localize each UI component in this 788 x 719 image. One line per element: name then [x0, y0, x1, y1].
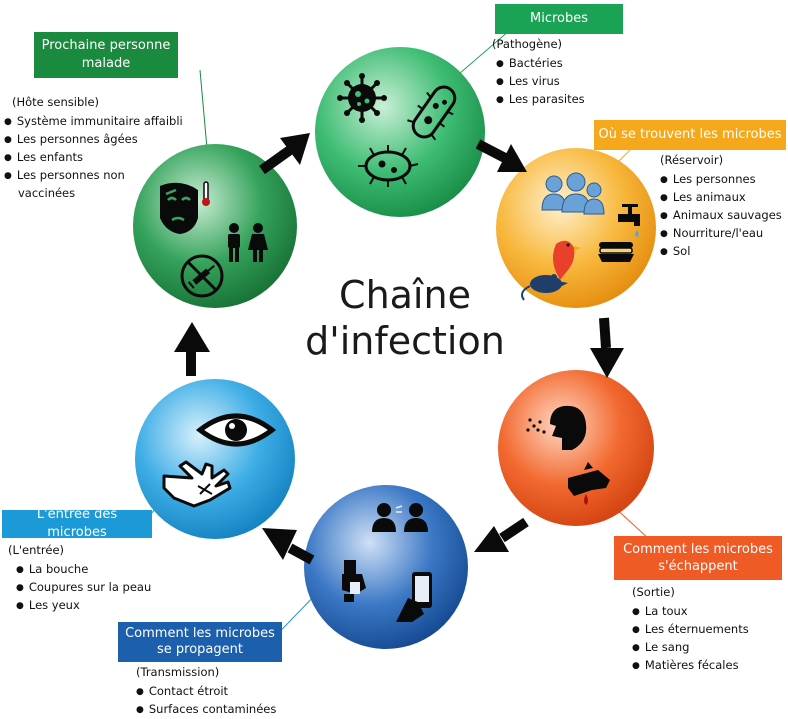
- microbes-item: Les virus: [496, 73, 585, 91]
- bacteria-icon: [407, 85, 457, 141]
- transmission-details: (Transmission) Contact étroit Surfaces c…: [136, 664, 276, 719]
- no-vaccine-icon: [180, 254, 224, 298]
- sortie-label: Comment les microbes s'échappent: [614, 536, 782, 580]
- arrow-reservoir-to-sortie: [590, 317, 624, 378]
- sortie-item: Les éternuements: [632, 621, 749, 639]
- sortie-item: Le sang: [632, 639, 749, 657]
- entree-item: Coupures sur la peau: [16, 579, 151, 597]
- arrow-microbes-to-reservoir: [475, 139, 527, 172]
- sortie-item: La toux: [632, 603, 749, 621]
- arrow-transmission-to-entree: [262, 528, 315, 565]
- two-people-talking-icon: [372, 503, 428, 532]
- microbes-subtitle: (Pathogène): [492, 37, 563, 51]
- transmission-label: Comment les microbes se propagent: [118, 622, 282, 662]
- people-icon: [541, 172, 605, 215]
- bird-icon: [553, 240, 581, 280]
- hand-holding-phone-icon: [396, 572, 432, 622]
- entree-label: L'entrée des microbes: [2, 507, 152, 540]
- hote-details: (Hôte sensible) Système immunitaire affa…: [4, 94, 183, 203]
- transmission-subtitle: (Transmission): [136, 665, 220, 679]
- hand-holding-object-icon: [342, 560, 366, 602]
- transmission-item: Contact étroit: [136, 683, 276, 701]
- transmission-item: Surfaces contaminées: [136, 701, 277, 719]
- hote-item-continuation: vaccinées: [18, 186, 76, 200]
- arrow-sortie-to-transmission: [474, 517, 529, 552]
- sortie-details: (Sortie) La toux Les éternuements Le san…: [632, 584, 749, 675]
- entree-subtitle: (L'entrée): [8, 543, 65, 557]
- microbes-details: (Pathogène) Bactéries Les virus Les para…: [492, 36, 585, 109]
- entree-item: La bouche: [16, 561, 151, 579]
- microbes-circle: [315, 47, 485, 217]
- reservoir-details: (Réservoir) Les personnes Les animaux An…: [660, 152, 782, 261]
- microbes-item: Bactéries: [496, 55, 585, 73]
- children-icon: [228, 223, 268, 262]
- hote-item: Les personnes non: [4, 167, 183, 185]
- reservoir-circle: [496, 148, 656, 308]
- reservoir-item: Animaux sauvages: [660, 207, 782, 225]
- coughing-person-icon: [526, 405, 587, 450]
- hote-label: Prochaine personne malade: [34, 32, 178, 78]
- arrow-entree-to-hote: [174, 322, 210, 376]
- hote-subtitle: (Hôte sensible): [12, 95, 100, 109]
- entree-circle: [135, 379, 295, 539]
- sick-face-thermometer-icon: [160, 181, 210, 234]
- virus-icon: [337, 73, 387, 123]
- arrow-hote-to-microbes: [259, 133, 310, 175]
- hote-item: Système immunitaire affaibli: [4, 113, 183, 131]
- sortie-subtitle: (Sortie): [632, 585, 675, 599]
- microbes-label: Microbes: [495, 4, 623, 34]
- reservoir-label: Où se trouvent les microbes: [594, 120, 786, 150]
- hote-item: Les personnes âgées: [4, 131, 183, 149]
- entree-item: Les yeux: [16, 597, 151, 615]
- reservoir-item: Sol: [660, 243, 782, 261]
- sandwich-icon: [598, 242, 634, 262]
- cut-hand-icon: [162, 460, 232, 508]
- parasite-icon: [358, 145, 419, 187]
- reservoir-subtitle: (Réservoir): [660, 153, 724, 167]
- faucet-icon: [618, 204, 640, 237]
- reservoir-item: Les animaux: [660, 189, 782, 207]
- sortie-item: Matières fécales: [632, 657, 749, 675]
- sortie-circle: [498, 370, 654, 526]
- bleeding-hand-icon: [568, 462, 610, 505]
- eye-icon: [195, 413, 277, 447]
- hote-item: Les enfants: [4, 149, 183, 167]
- entree-details: (L'entrée) La bouche Coupures sur la pea…: [8, 542, 151, 615]
- rat-icon: [521, 274, 568, 301]
- reservoir-item: Nourriture/l'eau: [660, 225, 782, 243]
- microbes-item: Les parasites: [496, 91, 585, 109]
- reservoir-item: Les personnes: [660, 171, 782, 189]
